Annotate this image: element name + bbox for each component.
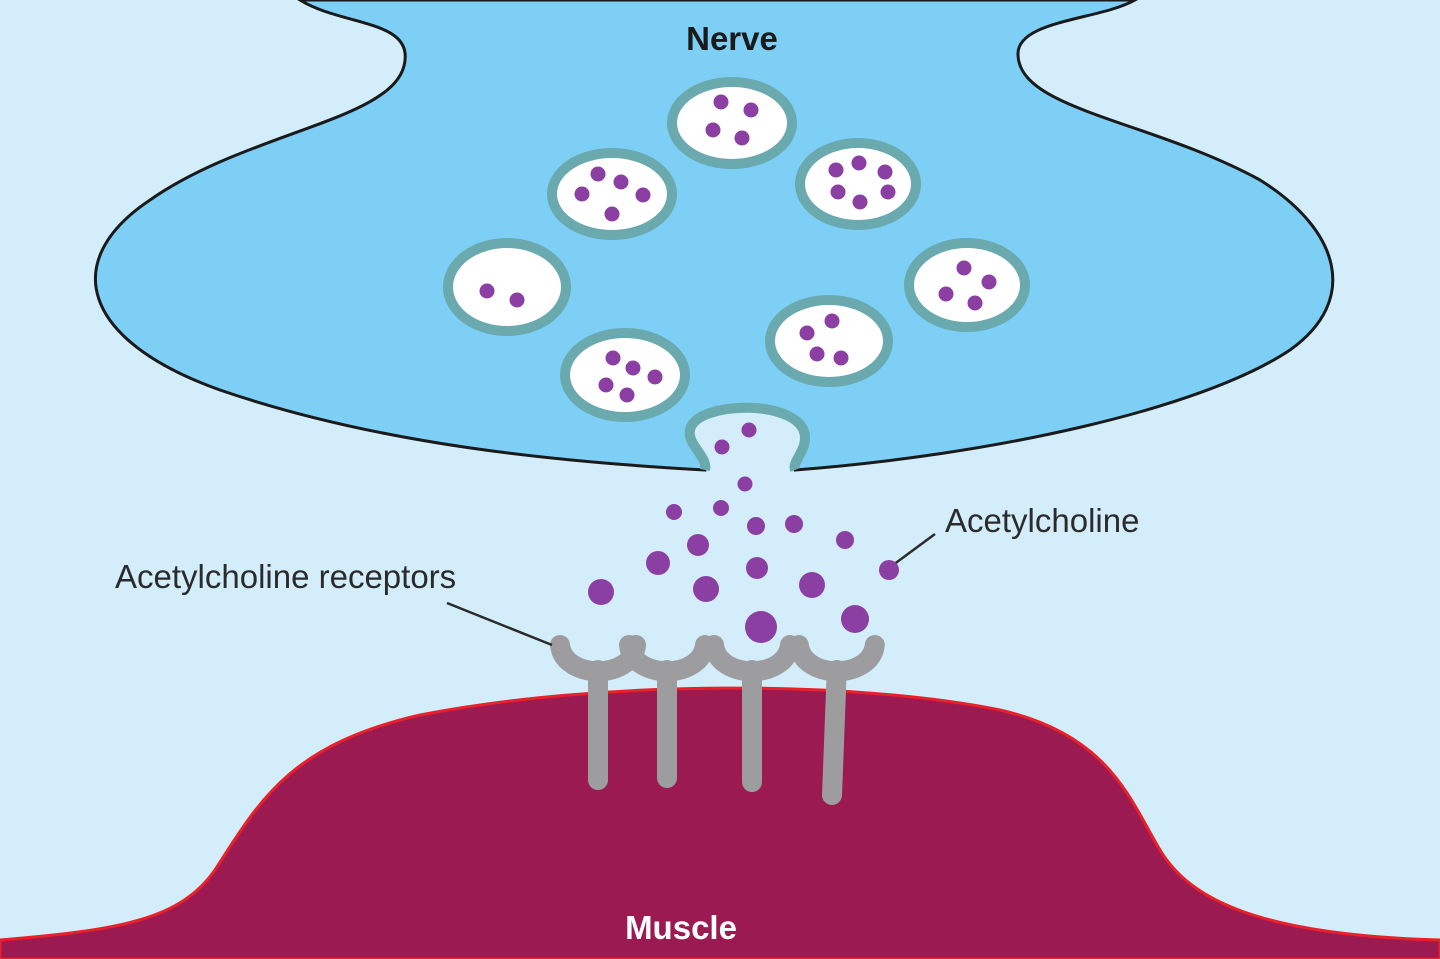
vesicle [443, 238, 571, 336]
acetylcholine-molecule [737, 476, 753, 492]
acetylcholine-molecule [741, 422, 757, 438]
acetylcholine-molecule [836, 531, 854, 549]
acetylcholine-dot [828, 162, 844, 178]
acetylcholine-molecule [746, 557, 768, 579]
acetylcholine-molecule [687, 534, 709, 556]
acetylcholine-dot [734, 130, 750, 146]
acetylcholine-dot [877, 164, 893, 180]
acetylcholine-label: Acetylcholine [945, 502, 1139, 539]
acetylcholine-molecule [693, 576, 719, 602]
acetylcholine-molecule [666, 504, 682, 520]
acetylcholine-dot [574, 186, 590, 202]
acetylcholine-dot [625, 360, 641, 376]
acetylcholine-dot [938, 286, 954, 302]
vesicle [904, 238, 1030, 332]
acetylcholine-dot [590, 166, 606, 182]
acetylcholine-molecule [714, 439, 730, 455]
acetylcholine-leader-line [892, 532, 936, 567]
acetylcholine-dot [824, 313, 840, 329]
acetylcholine-dot [852, 194, 868, 210]
acetylcholine-dot [830, 184, 846, 200]
acetylcholine-molecule [841, 605, 869, 633]
vesicle [795, 138, 921, 230]
acetylcholine-dot [479, 283, 495, 299]
acetylcholine-molecule [747, 517, 765, 535]
muscle-label: Muscle [625, 909, 737, 946]
fusing-vesicle [684, 402, 811, 472]
acetylcholine-dot [604, 206, 620, 222]
acetylcholine-molecule [785, 515, 803, 533]
acetylcholine-dot [635, 187, 651, 203]
acetylcholine-dot [713, 94, 729, 110]
acetylcholine-receptors-label: Acetylcholine receptors [115, 558, 456, 595]
acetylcholine-dot [799, 325, 815, 341]
acetylcholine-dot [613, 174, 629, 190]
vesicle [547, 148, 677, 240]
receptor [704, 635, 800, 792]
acetylcholine-molecule [799, 572, 825, 598]
acetylcholine-dot [705, 122, 721, 138]
acetylcholine-dot [598, 377, 614, 393]
acetylcholine-molecules [588, 422, 899, 643]
muscle-fiber [0, 686, 1440, 959]
acetylcholine-dot [743, 102, 759, 118]
acetylcholine-receptors [550, 635, 885, 805]
acetylcholine-molecule [713, 500, 729, 516]
receptor [619, 635, 715, 788]
receptors-leader-line [446, 601, 553, 647]
nerve-label: Nerve [686, 20, 778, 57]
acetylcholine-dot [880, 184, 896, 200]
acetylcholine-dot [956, 260, 972, 276]
receptor [788, 635, 885, 805]
acetylcholine-dot [619, 387, 635, 403]
acetylcholine-molecule [588, 579, 614, 605]
synaptic-vesicles [443, 77, 1030, 422]
vesicle [667, 77, 797, 169]
acetylcholine-molecule [646, 551, 670, 575]
acetylcholine-dot [851, 155, 867, 171]
acetylcholine-dot [981, 274, 997, 290]
acetylcholine-dot [833, 350, 849, 366]
acetylcholine-dot [605, 350, 621, 366]
acetylcholine-dot [647, 369, 663, 385]
acetylcholine-dot [509, 292, 525, 308]
acetylcholine-dot [809, 346, 825, 362]
vesicle [560, 328, 690, 422]
vesicle [765, 295, 893, 387]
acetylcholine-dot [967, 295, 983, 311]
acetylcholine-molecule [879, 560, 899, 580]
acetylcholine-molecule [745, 611, 777, 643]
